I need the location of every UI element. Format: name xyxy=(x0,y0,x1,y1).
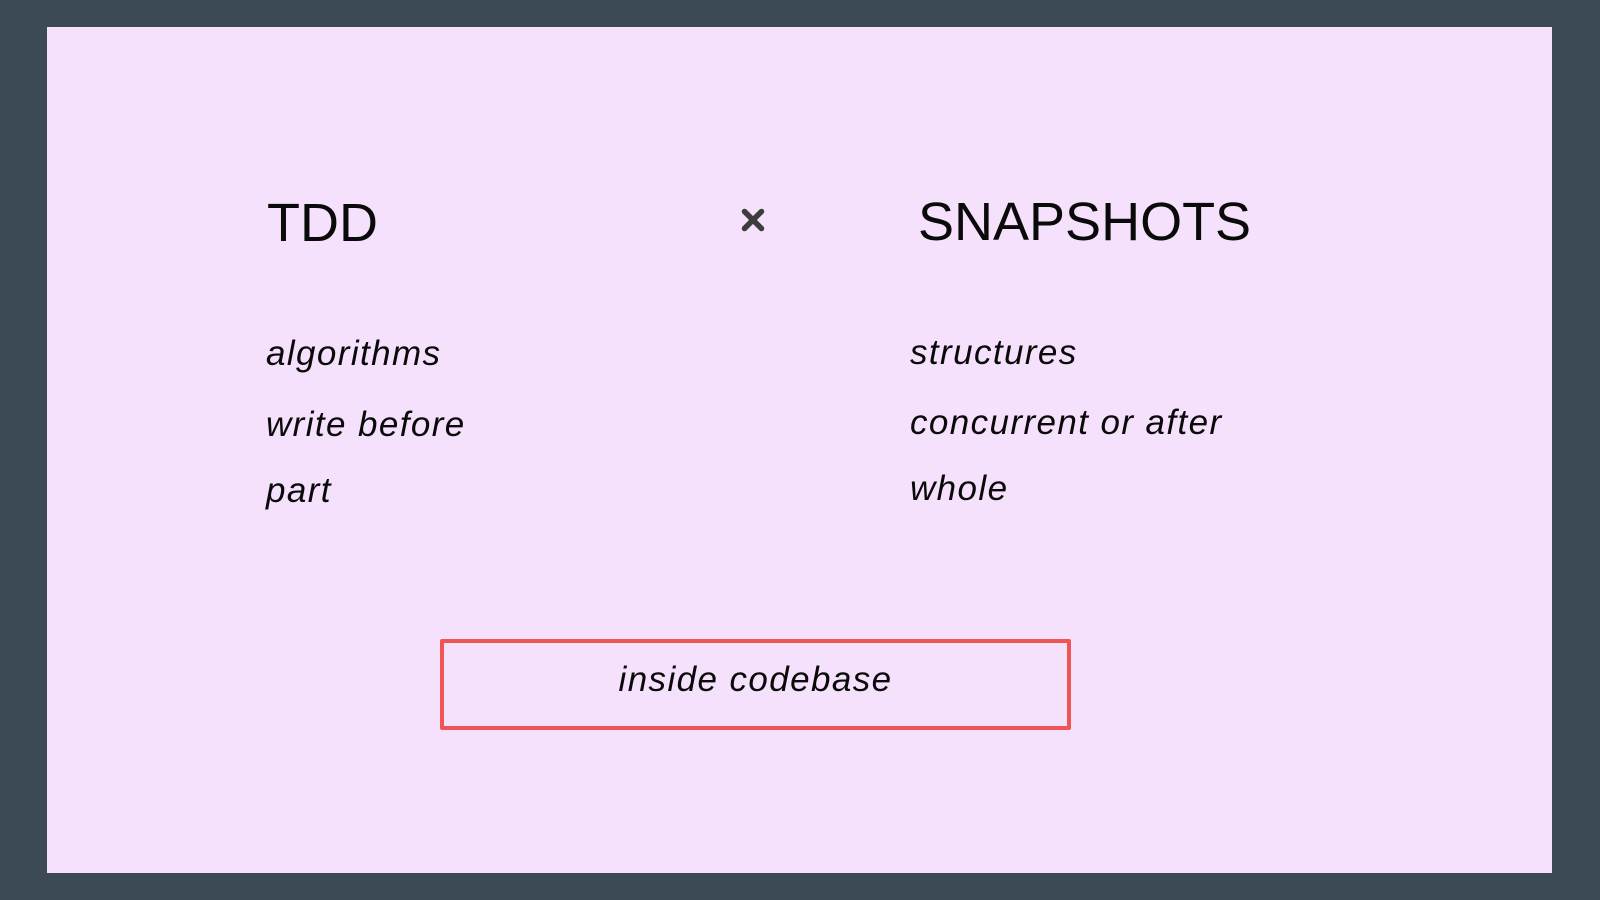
right-column-item: whole xyxy=(910,469,1009,508)
right-column-item: structures xyxy=(910,333,1078,372)
slide xyxy=(47,27,1552,873)
left-column-item: algorithms xyxy=(266,334,442,373)
left-column-item: write before xyxy=(266,405,466,444)
times-icon xyxy=(741,208,765,232)
left-column-title: TDD xyxy=(267,193,378,253)
right-column-item: concurrent or after xyxy=(910,403,1223,442)
right-column-title: SNAPSHOTS xyxy=(918,192,1252,252)
callout-box: inside codebase xyxy=(440,639,1071,730)
callout-text: inside codebase xyxy=(618,660,893,699)
left-column-item: part xyxy=(266,471,332,510)
